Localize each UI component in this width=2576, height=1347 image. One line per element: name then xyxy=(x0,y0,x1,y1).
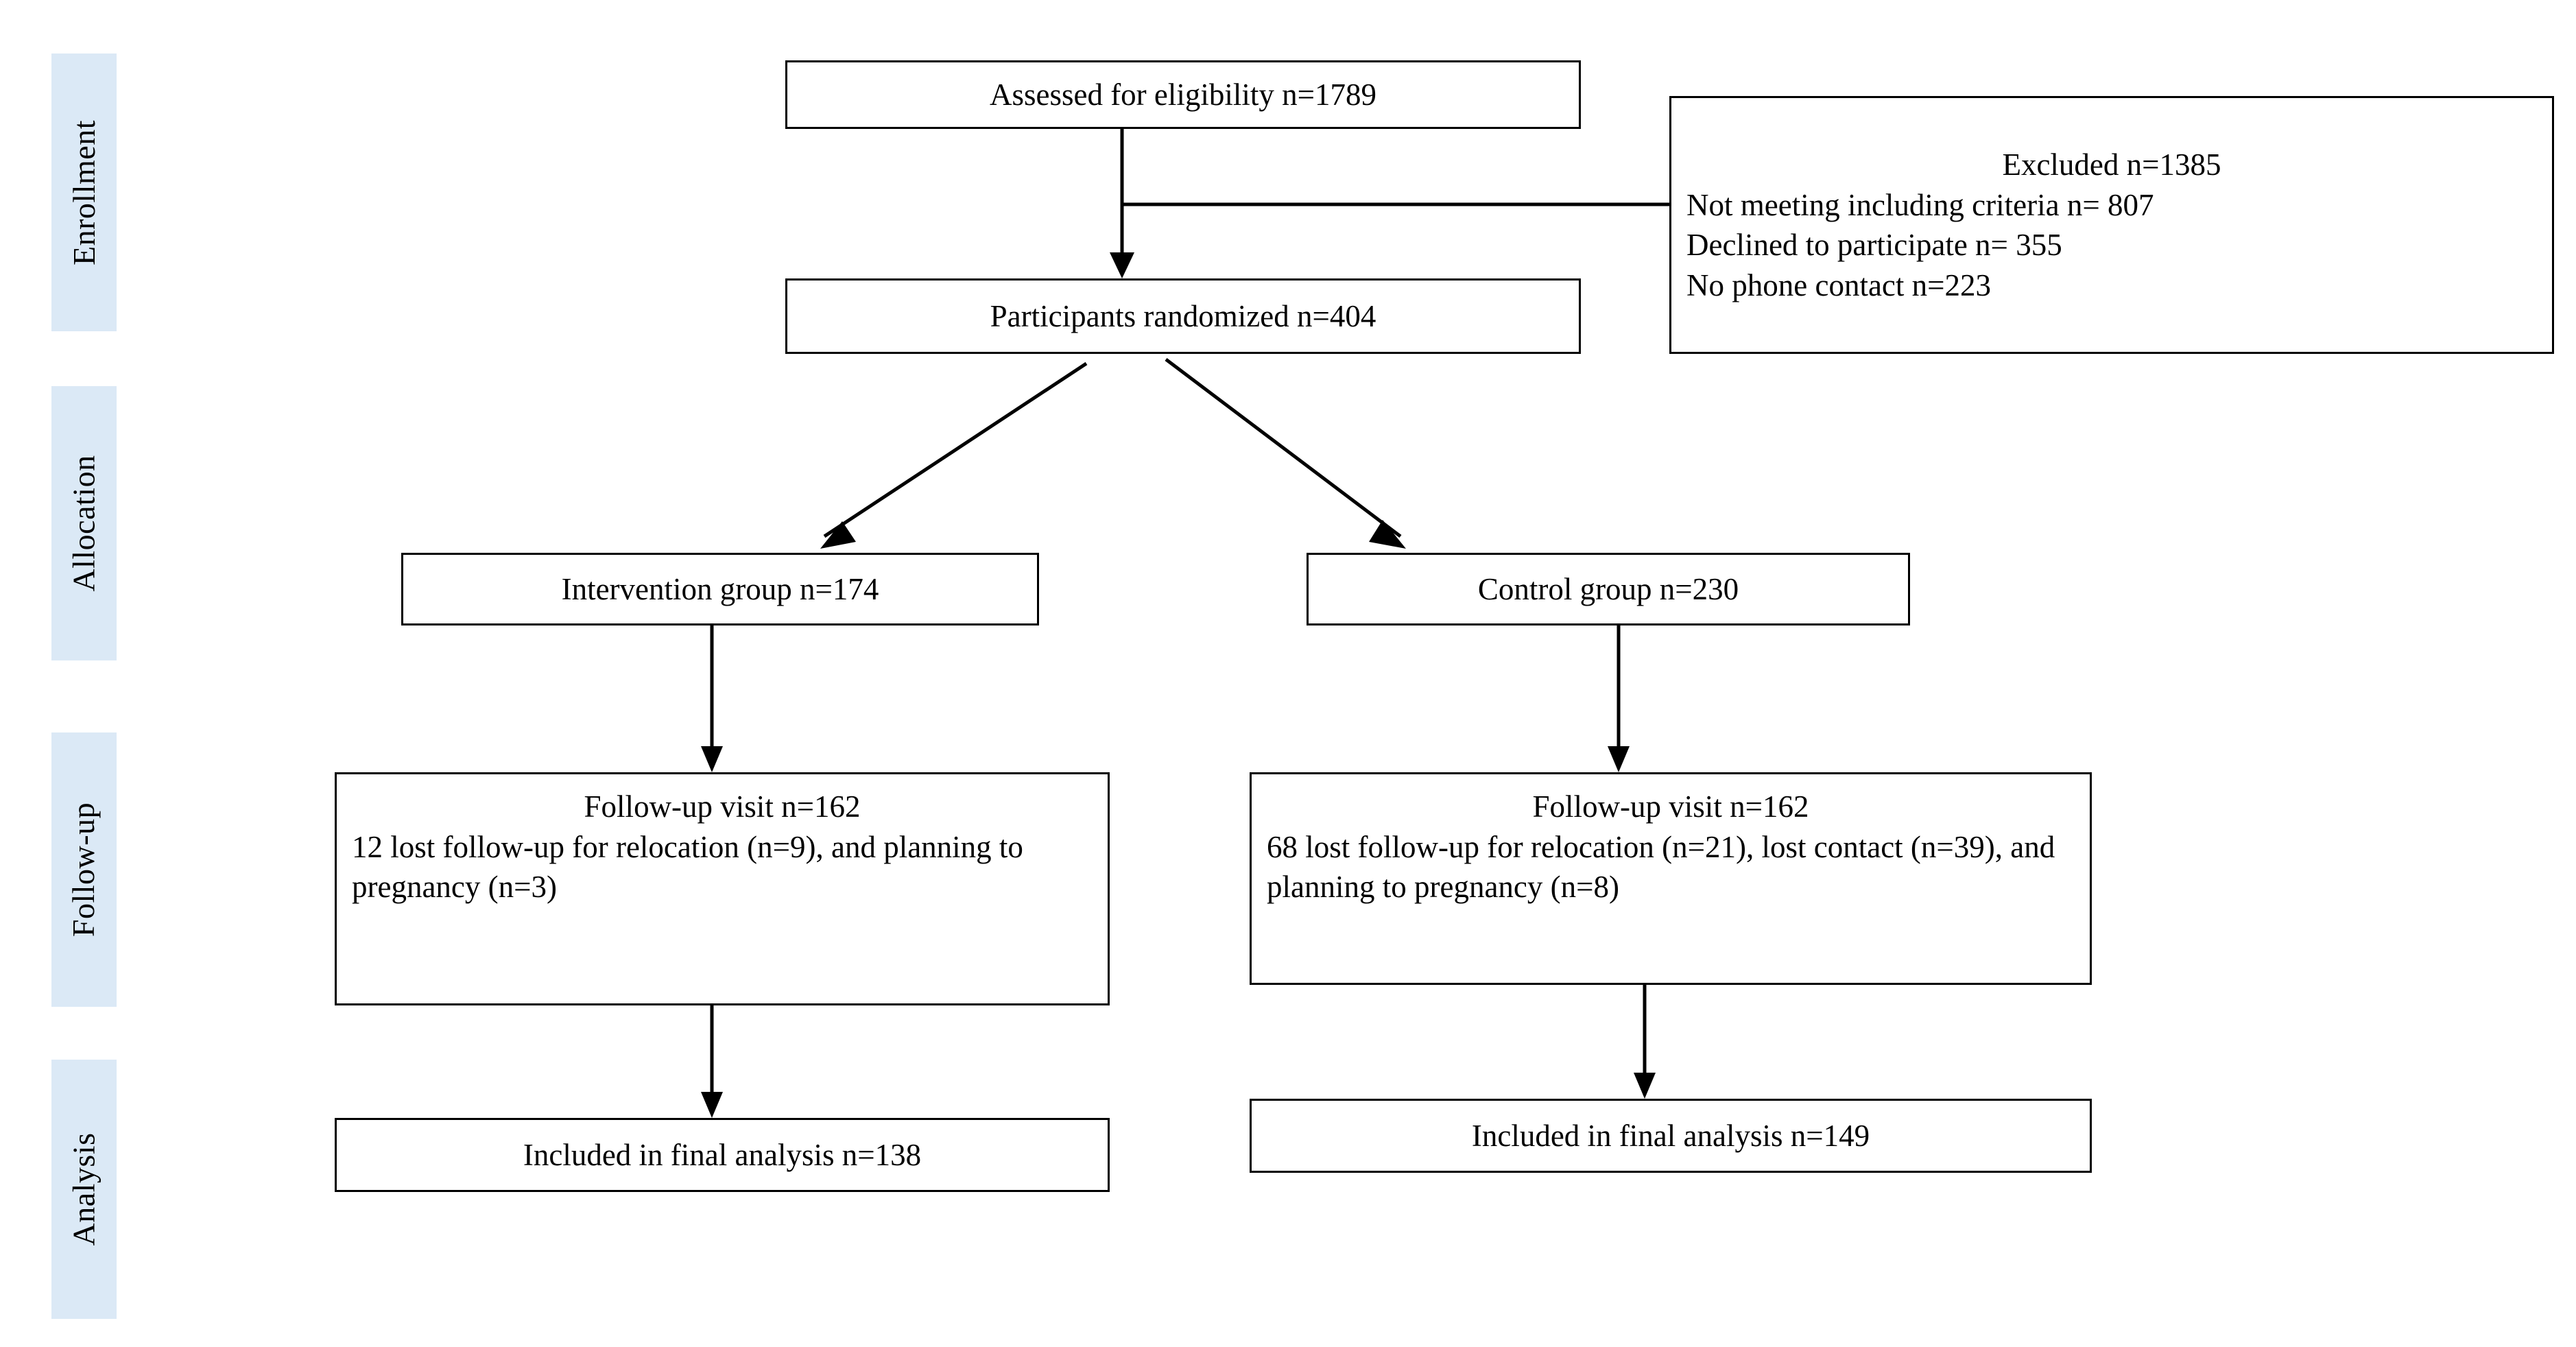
node-excluded-line-2: Not meeting including criteria n= 807 xyxy=(1686,187,2154,222)
node-assessed-for-eligibility: Assessed for eligibility n=1789 xyxy=(785,60,1581,129)
phase-label-allocation: Allocation xyxy=(66,455,102,592)
node-followup-control: Follow-up visit n=162 68 lost follow-up … xyxy=(1250,772,2092,985)
node-participants-randomized: Participants randomized n=404 xyxy=(785,278,1581,354)
node-control-group: Control group n=230 xyxy=(1307,553,1910,625)
node-control-group-line-1: Control group n=230 xyxy=(1477,571,1739,606)
phase-band-enrollment: Enrollment xyxy=(51,53,117,331)
phase-label-analysis: Analysis xyxy=(66,1132,102,1246)
phase-label-follow-up: Follow-up xyxy=(66,802,102,938)
node-analysis-control: Included in final analysis n=149 xyxy=(1250,1099,2092,1173)
node-analysis-intervention-line-1: Included in final analysis n=138 xyxy=(523,1137,922,1172)
phase-label-enrollment: Enrollment xyxy=(66,119,102,265)
node-followup-intervention-line-2: 12 lost follow-up for relocation (n=9), … xyxy=(352,829,1023,905)
node-analysis-intervention: Included in final analysis n=138 xyxy=(335,1118,1110,1192)
node-excluded-line-4: No phone contact n=223 xyxy=(1686,267,1992,302)
node-intervention-group: Intervention group n=174 xyxy=(401,553,1039,625)
node-followup-control-line-1: Follow-up visit n=162 xyxy=(1532,789,1809,824)
phase-band-allocation: Allocation xyxy=(51,386,117,660)
node-excluded: Excluded n=1385 Not meeting including cr… xyxy=(1669,96,2554,354)
arrowhead-randomized-to-control xyxy=(1369,520,1406,549)
connector-randomized-to-control xyxy=(1165,358,1402,538)
node-followup-intervention-line-1: Follow-up visit n=162 xyxy=(584,789,861,824)
phase-band-analysis: Analysis xyxy=(51,1060,117,1319)
node-intervention-group-line-1: Intervention group n=174 xyxy=(561,571,879,606)
phase-band-follow-up: Follow-up xyxy=(51,732,117,1007)
node-assessed-line-1: Assessed for eligibility n=1789 xyxy=(989,77,1377,112)
arrowhead-followup-to-analysis-left xyxy=(701,1092,723,1118)
node-followup-control-line-2: 68 lost follow-up for relocation (n=21),… xyxy=(1267,829,2055,905)
node-excluded-line-3: Declined to participate n= 355 xyxy=(1686,228,2062,262)
node-excluded-line-1: Excluded n=1385 xyxy=(2002,147,2221,182)
arrowhead-randomized-to-intervention xyxy=(820,521,856,549)
arrowhead-intervention-to-followup xyxy=(701,746,723,772)
arrowhead-assessed-to-randomized xyxy=(1110,252,1134,278)
arrowhead-followup-to-analysis-right xyxy=(1634,1073,1656,1099)
arrowhead-control-to-followup xyxy=(1608,746,1630,772)
connector-randomized-to-intervention xyxy=(823,361,1088,538)
node-followup-intervention: Follow-up visit n=162 12 lost follow-up … xyxy=(335,772,1110,1005)
node-analysis-control-line-1: Included in final analysis n=149 xyxy=(1471,1118,1870,1153)
node-randomized-line-1: Participants randomized n=404 xyxy=(990,298,1376,333)
